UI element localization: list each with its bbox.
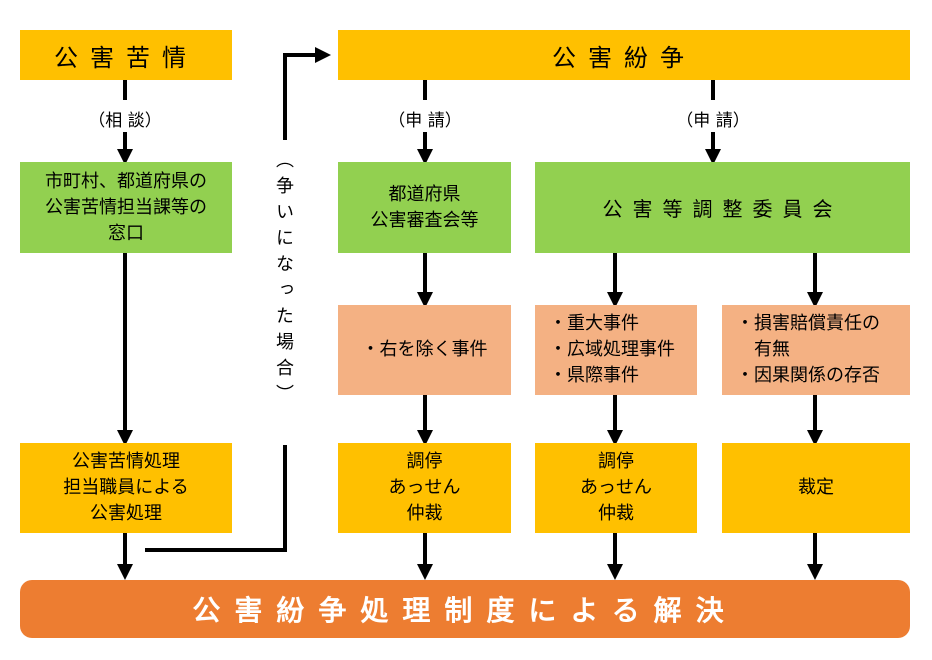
dispute-note-vertical: （争いになった場合） [273, 150, 294, 410]
staff-processing-box: 公害苦情処理 担当職員による 公害処理 [20, 443, 232, 533]
prefectural-outcome-line-1: 調停 [406, 451, 443, 472]
arrow-route-to-dispute [283, 47, 331, 140]
prefectural-committee-box: 都道府県 公害審査会等 [338, 162, 511, 253]
complaint-header-label: 公害苦情 [54, 43, 198, 72]
major-case-box: ・重大事件 ・広域処理事件 ・県際事件 [535, 305, 697, 395]
liability-case-line-3: ・因果関係の存否 [736, 365, 880, 386]
consult-label: （相 談） [88, 111, 162, 131]
major-case-line-1: ・重大事件 [549, 313, 639, 334]
dispute-header-label: 公害紛争 [552, 43, 696, 72]
coordination-major-outcome-box: 調停 あっせん 仲裁 [535, 443, 697, 533]
municipal-window-line-1: 市町村、都道府県の [45, 170, 207, 192]
prefectural-outcome-box: 調停 あっせん 仲裁 [338, 443, 511, 533]
major-case-line-3: ・県際事件 [549, 365, 639, 386]
coordination-major-outcome-line-2: あっせん [580, 477, 652, 498]
apply-label-right: （申 請） [676, 111, 750, 131]
prefectural-committee-line-2: 公害審査会等 [370, 209, 479, 231]
staff-processing-line-2: 担当職員による [63, 477, 189, 498]
major-case-line-2: ・広域処理事件 [549, 339, 675, 360]
liability-case-box: ・損害賠償責任の 有無 ・因果関係の存否 [722, 305, 910, 395]
prefectural-committee-line-1: 都道府県 [388, 183, 461, 205]
coordination-committee-label: 公害等調整委員会 [602, 197, 843, 221]
except-right-case-line-1: ・右を除く事件 [361, 339, 488, 360]
except-right-case-box: ・右を除く事件 [338, 305, 511, 395]
prefectural-outcome-line-3: 仲裁 [406, 503, 443, 524]
complaint-header: 公害苦情 [20, 30, 232, 80]
coordination-major-outcome-line-3: 仲裁 [598, 503, 634, 524]
municipal-window-box: 市町村、都道府県の 公害苦情担当課等の 窓口 [20, 162, 232, 253]
liability-case-line-2: 有無 [736, 339, 790, 360]
municipal-window-line-3: 窓口 [108, 222, 144, 244]
staff-processing-line-1: 公害苦情処理 [72, 451, 180, 472]
resolution-banner-label: 公害紛争処理制度による解決 [192, 594, 738, 627]
resolution-banner: 公害紛争処理制度による解決 [20, 580, 910, 638]
liability-case-line-1: ・損害賠償責任の [736, 313, 880, 334]
arrow-staff-to-dispute [145, 445, 287, 552]
municipal-window-line-2: 公害苦情担当課等の [45, 196, 207, 218]
ruling-outcome-box: 裁定 [722, 443, 910, 533]
coordination-major-outcome-line-1: 調停 [598, 451, 634, 472]
coordination-committee-box: 公害等調整委員会 [535, 162, 910, 253]
dispute-header: 公害紛争 [338, 30, 910, 80]
staff-processing-line-3: 公害処理 [90, 503, 162, 524]
apply-label-left: （申 請） [388, 111, 462, 131]
ruling-outcome-line-1: 裁定 [798, 477, 834, 498]
prefectural-outcome-line-2: あっせん [388, 477, 461, 498]
